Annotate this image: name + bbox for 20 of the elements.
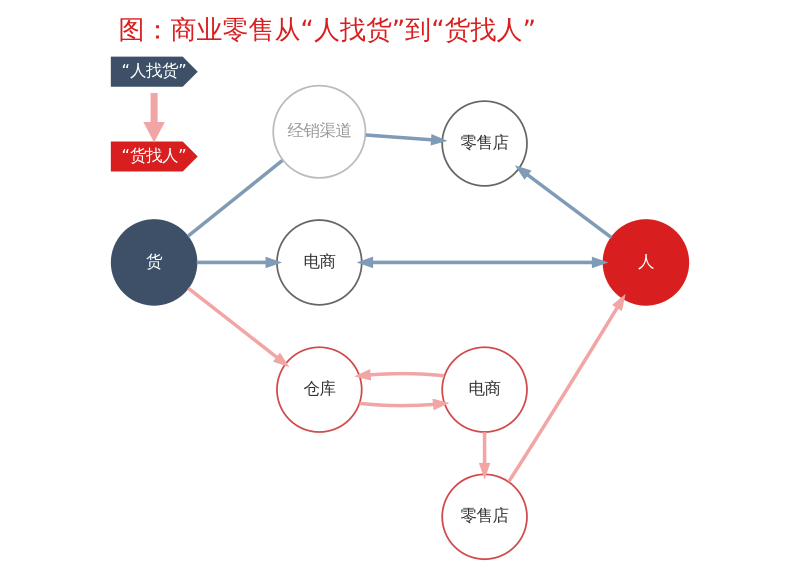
arrow — [356, 256, 608, 268]
node-circle: 零售店 — [441, 100, 528, 187]
node-circle: 仓库 — [276, 346, 363, 433]
arrow — [196, 256, 282, 268]
connector — [186, 159, 284, 238]
node-circle: 货 — [110, 219, 198, 306]
node-circle: 电商 — [276, 219, 363, 306]
node-circle: 电商 — [441, 346, 528, 433]
arrow — [143, 92, 165, 143]
arrow — [187, 286, 290, 368]
node-circle: 经销渠道 — [272, 84, 366, 179]
arrow — [359, 398, 450, 410]
node-circle: 人 — [602, 219, 690, 306]
diagram-title: 图：商业零售从“人找货”到“货找人” — [118, 15, 536, 46]
node-circle: 零售店 — [441, 474, 528, 560]
arrow — [354, 369, 444, 381]
arrow — [507, 294, 626, 483]
arrow — [366, 133, 448, 146]
arrow — [478, 432, 490, 480]
arrow — [514, 165, 612, 239]
